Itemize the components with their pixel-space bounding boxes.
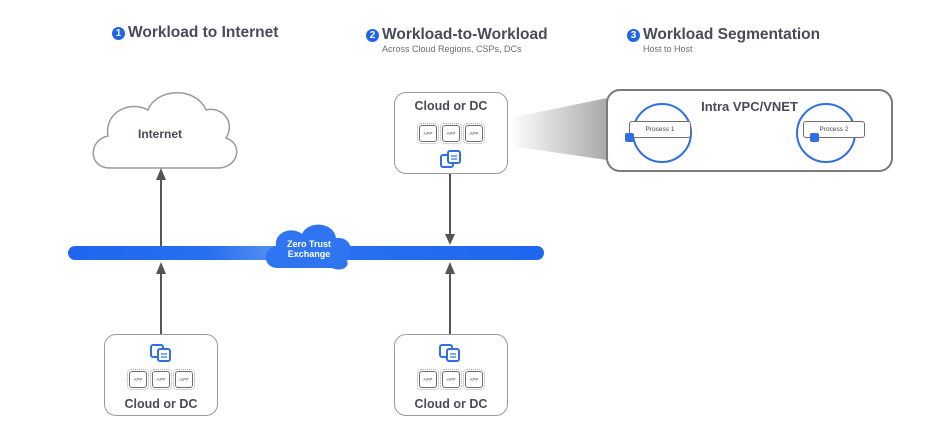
cloud-dc-label: Cloud or DC bbox=[414, 99, 488, 113]
step-number-badge: 2 bbox=[366, 29, 379, 42]
step-number-badge: 3 bbox=[627, 29, 640, 42]
zero-trust-exchange-cloud-icon bbox=[265, 224, 351, 270]
app-icon: APP bbox=[127, 369, 149, 390]
vpc-title: Intra VPC/VNET bbox=[701, 99, 798, 114]
app-icon: APP bbox=[417, 369, 439, 390]
heading-workload-segmentation: 3 Workload Segmentation Host to Host bbox=[627, 26, 820, 54]
app-icon: APP bbox=[440, 369, 462, 390]
heading-title: Workload-to-Workload bbox=[382, 26, 548, 43]
connector-icon bbox=[439, 344, 460, 362]
app-icon: APP bbox=[150, 369, 172, 390]
process-badge-icon bbox=[810, 133, 819, 142]
app-group: APP APP APP bbox=[105, 369, 217, 390]
heading-title: Workload to Internet bbox=[128, 24, 279, 41]
arrow-up-icon bbox=[445, 262, 455, 274]
arrow-up-icon bbox=[156, 262, 166, 274]
internet-cloud-icon bbox=[92, 92, 238, 169]
cloud-dc-label: Cloud or DC bbox=[124, 397, 198, 411]
app-icon: APP bbox=[463, 369, 485, 390]
connector-icon bbox=[150, 344, 171, 362]
arrow-up-icon bbox=[156, 168, 166, 180]
heading-workload-to-internet: 1 Workload to Internet bbox=[112, 24, 278, 42]
process-badge-icon bbox=[625, 133, 634, 142]
step-number-badge: 1 bbox=[112, 27, 125, 40]
zte-line1: Zero Trust bbox=[286, 239, 331, 249]
zero-trust-exchange-label: Zero Trust Exchange bbox=[274, 239, 344, 259]
heading-subtitle: Across Cloud Regions, CSPs, DCs bbox=[382, 44, 522, 54]
app-group: APP APP APP bbox=[395, 369, 507, 390]
intra-vpc-panel: Intra VPC/VNET Process 1 Process 2 bbox=[606, 89, 893, 172]
zoom-beam bbox=[510, 98, 607, 160]
internet-label: Internet bbox=[138, 127, 183, 141]
app-icon: APP bbox=[417, 123, 439, 144]
process-1-box: Process 1 bbox=[629, 121, 691, 138]
app-icon: APP bbox=[463, 123, 485, 144]
app-group: APP APP APP bbox=[395, 123, 507, 144]
cloud-dc-label: Cloud or DC bbox=[414, 397, 488, 411]
arrow-down-icon bbox=[445, 234, 455, 245]
app-icon: APP bbox=[173, 369, 195, 390]
connector-icon bbox=[440, 150, 461, 168]
app-icon: APP bbox=[440, 123, 462, 144]
heading-subtitle: Host to Host bbox=[643, 44, 693, 54]
heading-workload-to-workload: 2 Workload-to-Workload Across Cloud Regi… bbox=[366, 26, 548, 54]
heading-title: Workload Segmentation bbox=[643, 26, 821, 43]
zte-line2: Exchange bbox=[287, 249, 331, 259]
